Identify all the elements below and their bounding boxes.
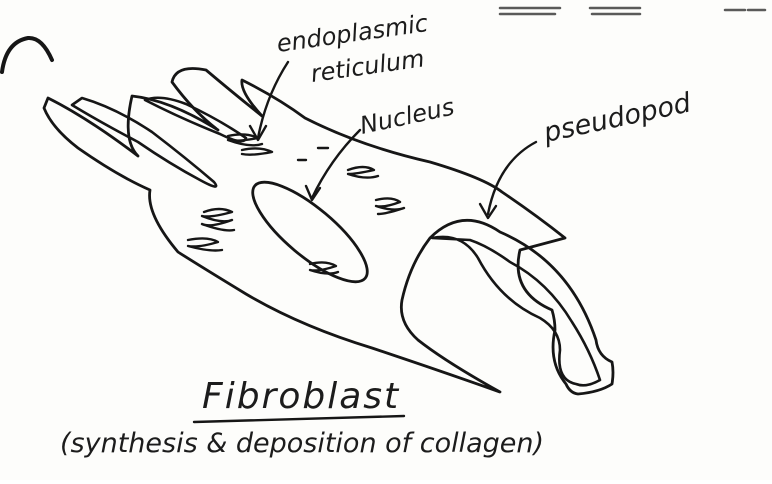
figure-caption: (synthesis & deposition of collagen) [60, 428, 544, 459]
pseudopod-inner-left [72, 98, 216, 187]
label-pseudopod: pseudopod [540, 87, 694, 149]
pseudopod-arrow [488, 142, 536, 214]
figure-title: Fibroblast [202, 376, 400, 417]
label-nucleus: Nucleus [357, 93, 456, 140]
er-arrow [258, 62, 288, 138]
corner-arc-mark [2, 38, 52, 72]
cytoplasm-cavity [432, 237, 600, 385]
top-underline-marks [500, 8, 765, 14]
nucleus-shape [239, 167, 380, 296]
label-arrows [250, 62, 536, 218]
